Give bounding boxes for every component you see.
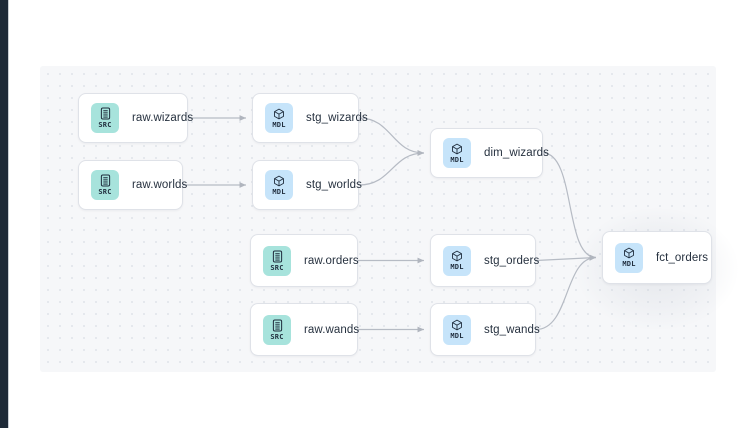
mdl-badge-text: MDL [272, 120, 286, 129]
src-badge: SRC [263, 314, 291, 345]
mdl-badge: MDL [443, 138, 471, 168]
edge-dim-wizards-to-fct-orders [542, 152, 597, 261]
node-label: stg_wands [484, 323, 540, 336]
node-dim-wizards[interactable]: MDL dim_wizards [430, 128, 549, 178]
left-rail-divider [8, 0, 9, 428]
node-raw-worlds[interactable]: SRC raw.worlds [78, 160, 187, 210]
lineage-canvas[interactable]: SRC raw.wizards SRC raw.worlds [40, 66, 738, 372]
database-icon [100, 107, 111, 120]
node-stg-orders[interactable]: MDL stg_orders [430, 234, 540, 287]
database-icon [100, 174, 111, 187]
cube-icon [273, 108, 285, 120]
node-label: raw.orders [304, 254, 359, 267]
node-label: stg_orders [484, 254, 540, 267]
node-raw-wizards[interactable]: SRC raw.wizards [78, 93, 193, 143]
node-label: raw.wizards [132, 112, 194, 124]
database-icon [272, 318, 283, 332]
node-label: raw.worlds [132, 179, 188, 191]
node-fct-orders[interactable]: MDL fct_orders [602, 231, 712, 284]
edge-stg-orders-to-fct-orders [535, 254, 597, 262]
src-badge-text: SRC [98, 188, 112, 196]
cube-icon [623, 247, 635, 259]
cube-icon [273, 175, 285, 187]
cube-icon [451, 319, 463, 331]
node-stg-wizards[interactable]: MDL stg_wizards [252, 93, 368, 143]
mdl-badge: MDL [443, 245, 471, 276]
mdl-badge-text: MDL [450, 263, 464, 271]
src-badge: SRC [91, 103, 119, 133]
cube-icon [451, 250, 463, 262]
node-stg-worlds[interactable]: MDL stg_worlds [252, 160, 362, 210]
src-badge-text: SRC [270, 263, 284, 272]
node-label: dim_wizards [484, 147, 550, 159]
node-label: raw.wands [304, 323, 360, 336]
database-icon [272, 249, 283, 263]
mdl-badge: MDL [443, 314, 471, 345]
node-raw-orders[interactable]: SRC raw.orders [250, 234, 359, 287]
mdl-badge-text: MDL [450, 332, 464, 340]
mdl-badge: MDL [265, 103, 293, 133]
mdl-badge-text: MDL [450, 155, 464, 164]
node-raw-wands[interactable]: SRC raw.wands [250, 303, 360, 356]
node-label: stg_worlds [306, 179, 362, 191]
mdl-badge-text: MDL [272, 187, 286, 196]
cube-icon [451, 143, 463, 155]
src-badge: SRC [91, 170, 119, 200]
node-label: stg_wizards [306, 112, 368, 124]
edge-layer [183, 115, 597, 333]
node-label: fct_orders [656, 251, 709, 264]
src-badge-text: SRC [270, 332, 284, 341]
mdl-badge: MDL [265, 170, 293, 200]
left-rail [0, 0, 8, 428]
edge-stg-wands-to-fct-orders [535, 254, 597, 331]
edge-stg-wizards-to-dim-wizards [358, 117, 425, 156]
src-badge-text: SRC [98, 121, 112, 129]
mdl-badge: MDL [615, 242, 643, 273]
edge-stg-worlds-to-dim-wizards [358, 150, 425, 186]
mdl-badge-text: MDL [622, 260, 636, 268]
src-badge: SRC [263, 245, 291, 276]
node-stg-wands[interactable]: MDL stg_wands [430, 303, 540, 356]
